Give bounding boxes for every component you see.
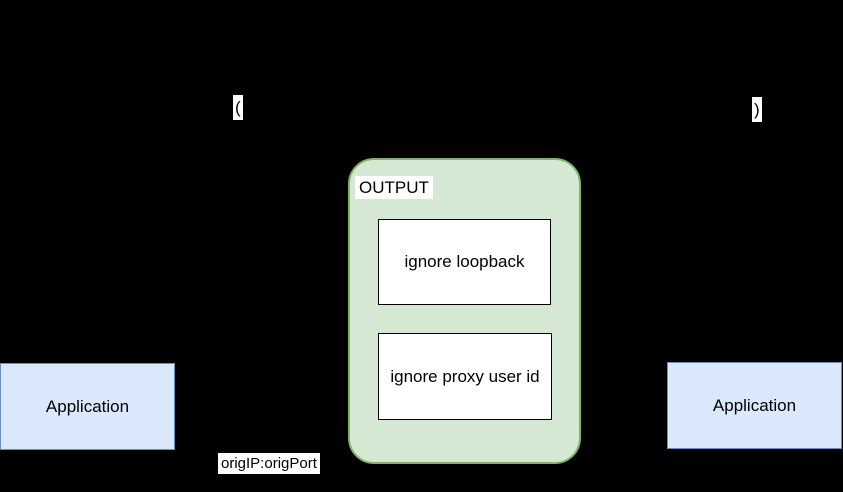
rule-label-ignore-loopback: ignore loopback [404,252,525,271]
application-box-right: Application [667,362,842,449]
edge-loopback-to-application [551,260,755,350]
application-box-left: Application [0,363,175,450]
label-fragment-open-paren: ( [233,95,243,120]
output-chain-title: OUTPUT [355,176,433,199]
rule-label-ignore-proxy-user-id: ignore proxy user id [390,366,540,386]
edge-label-orig-addr: origIP:origPort [218,453,320,474]
label-fragment-close-paren: ) [752,97,762,122]
arrowhead-into-application [748,349,760,362]
rule-box-ignore-proxy-user-id: ignore proxy user id [378,333,552,420]
application-label-right: Application [712,395,797,415]
application-label-left: Application [45,396,130,416]
rule-box-ignore-loopback: ignore loopback [378,219,551,305]
